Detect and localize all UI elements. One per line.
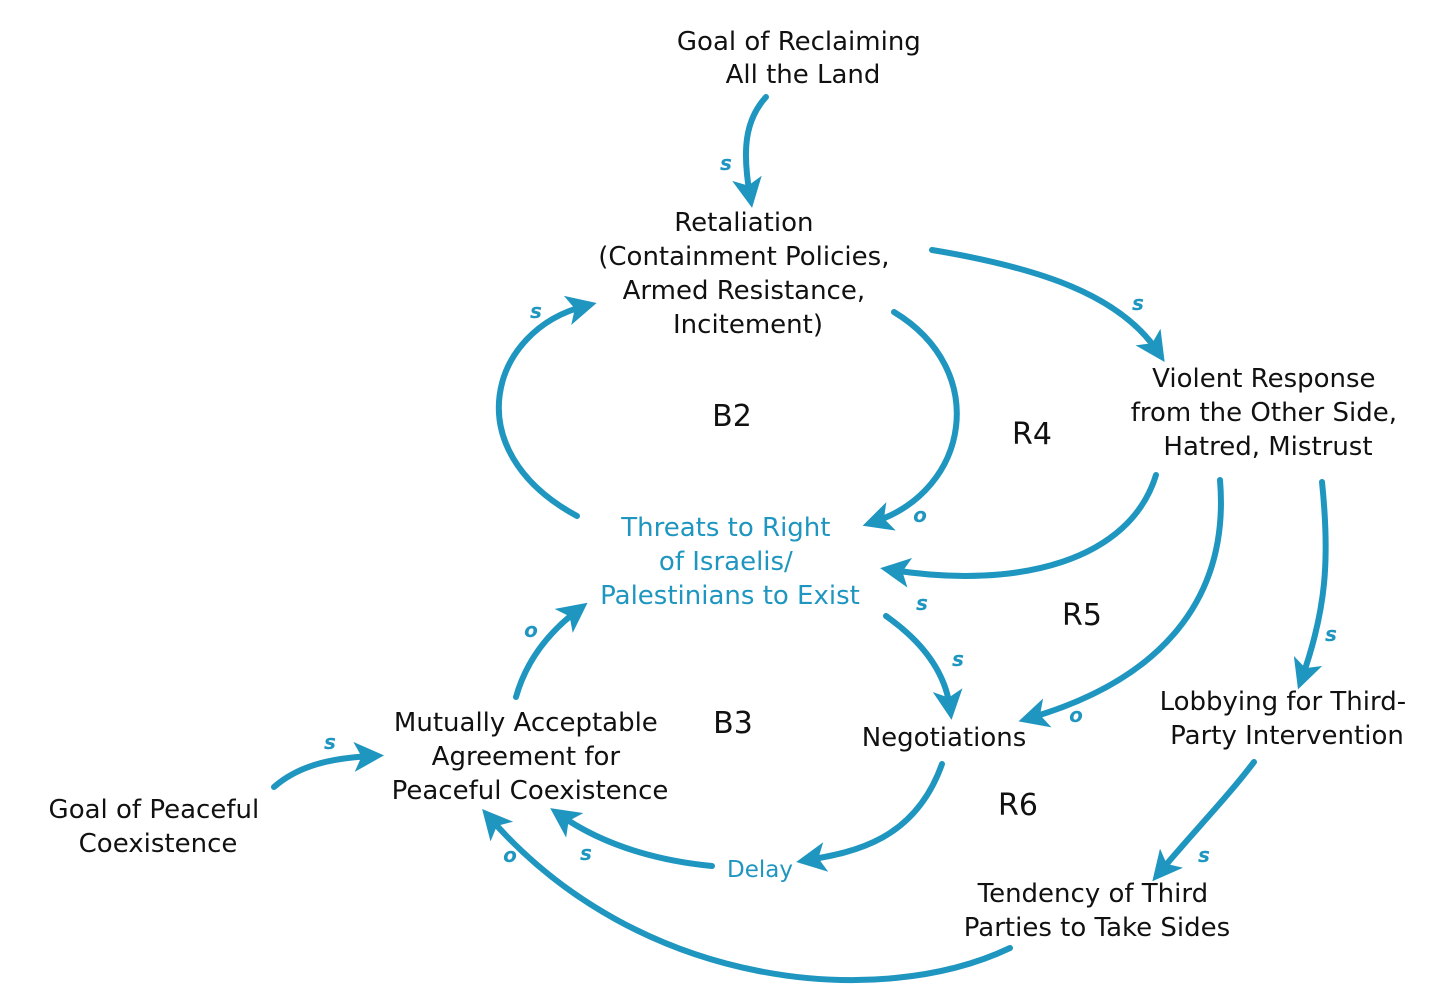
node-violent-response: Violent Response from the Other Side, Ha… — [1131, 364, 1406, 462]
node-line: Threats to Right — [620, 513, 830, 543]
polarity-lobbying-to-thirdparties: s — [1198, 843, 1210, 867]
node-line: Coexistence — [79, 829, 238, 859]
node-goal-reclaiming-land: Goal of Reclaiming All the Land — [677, 27, 929, 90]
link-thirdparties-to-agreement — [482, 808, 1013, 984]
node-line: Peaceful Coexistence — [392, 776, 669, 806]
links — [271, 94, 1329, 984]
node-line: Hatred, Mistrust — [1163, 432, 1372, 462]
polarity-threats-to-negotiations: s — [952, 647, 964, 671]
polarity-violent-to-threats: s — [916, 591, 928, 615]
link-threats-to-retaliation — [495, 295, 597, 519]
node-mutual-agreement: Mutually Acceptable Agreement for Peacef… — [392, 708, 669, 806]
polarity-agreement-to-threats: o — [524, 618, 538, 642]
link-violent-to-threats — [880, 472, 1159, 588]
loop-label-r5: R5 — [1062, 598, 1102, 633]
polarity-goal-to-retaliation: s — [720, 151, 732, 175]
polarity-violent-to-lobbying: s — [1325, 622, 1337, 646]
link-goal-to-retaliation — [732, 94, 769, 208]
polarity-negotiations-to-agreement: s — [580, 841, 592, 865]
node-line: Negotiations — [862, 723, 1027, 753]
delay-label: Delay — [727, 857, 793, 883]
polarity-retaliation-to-threats: o — [913, 503, 927, 527]
polarity-goalpeace-to-agreement: s — [324, 730, 336, 754]
node-negotiations: Negotiations — [862, 723, 1027, 753]
loop-label-b3: B3 — [713, 706, 753, 741]
link-violent-to-lobbying — [1293, 479, 1329, 690]
node-line: Armed Resistance, — [623, 276, 865, 306]
node-retaliation: Retaliation (Containment Policies, Armed… — [598, 208, 897, 340]
node-line: Palestinians to Exist — [600, 581, 860, 611]
link-violent-to-negotiations — [1018, 477, 1224, 728]
node-third-parties: Tendency of Third Parties to Take Sides — [964, 879, 1230, 943]
link-retaliation-to-threats — [862, 309, 960, 531]
link-goalpeace-to-agreement — [271, 741, 384, 790]
polarity-thirdparties-to-agreement: o — [503, 843, 517, 867]
loop-label-r4: R4 — [1012, 417, 1052, 452]
node-line: Violent Response — [1152, 364, 1375, 394]
node-line: (Containment Policies, — [598, 242, 889, 272]
node-threats-to-exist: Threats to Right of Israelis/ Palestinia… — [600, 513, 860, 611]
nodes: Goal of Reclaiming All the Land Retaliat… — [49, 27, 1415, 943]
node-goal-peaceful-coexistence: Goal of Peaceful Coexistence — [49, 795, 268, 859]
node-line: from the Other Side, — [1131, 398, 1397, 428]
node-line: All the Land — [726, 60, 881, 90]
link-retaliation-to-violent — [929, 247, 1165, 362]
node-lobbying: Lobbying for Third- Party Intervention — [1160, 687, 1415, 751]
loop-labels: B2 R4 R5 B3 R6 — [712, 399, 1102, 823]
link-threats-to-negotiations — [883, 613, 963, 720]
node-line: of Israelis/ — [659, 547, 793, 577]
node-line: Lobbying for Third- — [1160, 687, 1407, 717]
node-line: Mutually Acceptable — [394, 708, 658, 738]
link-lobbying-to-thirdparties — [1152, 759, 1257, 882]
node-line: Party Intervention — [1170, 721, 1404, 751]
link-negotiations-to-agreement — [796, 761, 945, 872]
link-agreement-to-threats — [513, 602, 588, 700]
loop-label-b2: B2 — [712, 399, 752, 434]
node-line: Goal of Reclaiming — [677, 27, 921, 57]
polarity-marks: s s o s s o s s o s s s o — [324, 151, 1337, 867]
node-line: Incitement) — [673, 310, 823, 340]
node-line: Tendency of Third — [977, 879, 1209, 909]
polarity-violent-to-negotiations: o — [1069, 703, 1083, 727]
link-negotiations-to-agreement-after-delay — [550, 808, 715, 869]
node-line: Agreement for — [432, 742, 621, 772]
node-line: Retaliation — [674, 208, 813, 238]
node-line: Goal of Peaceful — [49, 795, 260, 825]
node-line: Parties to Take Sides — [964, 913, 1230, 943]
loop-label-r6: R6 — [998, 788, 1038, 823]
polarity-retaliation-to-violent: s — [1132, 291, 1144, 315]
polarity-threats-to-retaliation: s — [530, 299, 542, 323]
